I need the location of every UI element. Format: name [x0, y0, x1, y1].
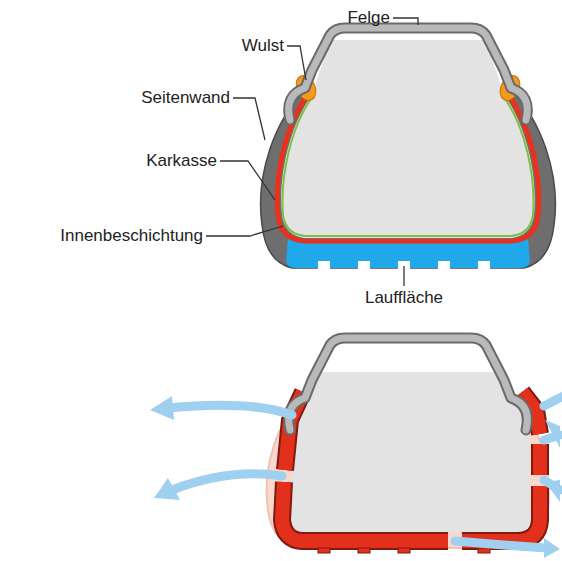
damaged-tire: [150, 338, 562, 558]
bead-label: Wulst: [242, 36, 284, 56]
torn-carcass: [282, 392, 540, 541]
inner-liner-label: Innenbeschichtung: [60, 226, 203, 246]
inner-liner: [283, 96, 534, 236]
air-arrows: [168, 380, 562, 548]
sidewall-label: Seitenwand: [141, 88, 230, 108]
rim: [289, 338, 528, 430]
tread-label: Lauffläche: [365, 288, 443, 308]
leader-lines: [206, 18, 418, 286]
tire-interior: [281, 40, 535, 238]
carcass: [277, 93, 539, 241]
rim: [289, 28, 528, 120]
rim-label: Felge: [347, 8, 390, 28]
tire-interior: [290, 372, 530, 532]
arrow-heads: [150, 396, 560, 558]
carcass-label: Karkasse: [146, 151, 217, 171]
tire-cross-section: [261, 28, 556, 269]
